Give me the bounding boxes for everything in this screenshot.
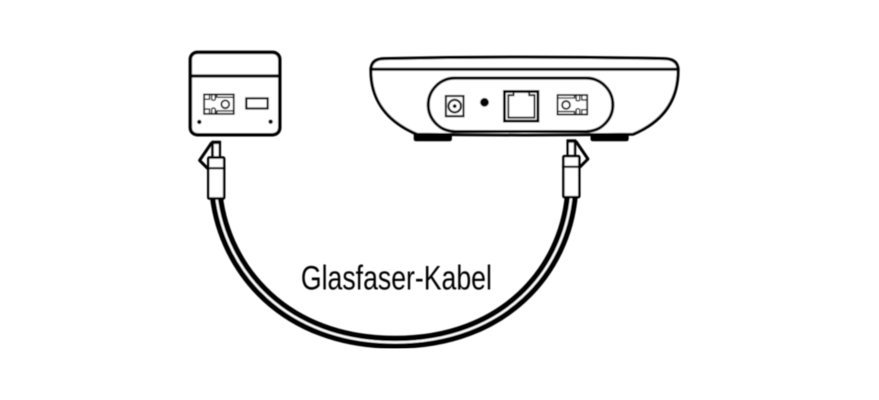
svg-text:Glasfaser-Kabel: Glasfaser-Kabel: [301, 259, 492, 297]
